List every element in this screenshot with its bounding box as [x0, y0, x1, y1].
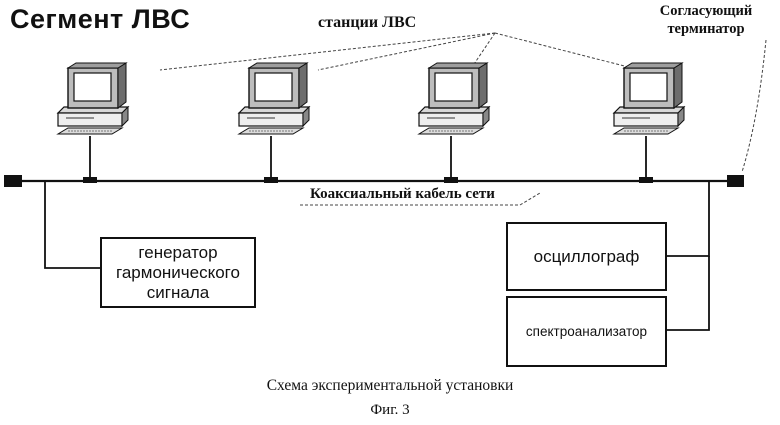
- computer-station-icon: [612, 62, 686, 183]
- stations-label: станции ЛВС: [318, 14, 417, 31]
- analyzer-connection-line: [667, 256, 710, 331]
- diagram-title: Сегмент ЛВС: [10, 4, 191, 34]
- figure-caption: Схема экспериментальной установки: [266, 377, 514, 394]
- terminator-right-icon: [727, 175, 744, 187]
- spectrum-analyzer-box: спектроанализатор: [506, 296, 667, 367]
- terminator-label-line2: терминатор: [667, 21, 745, 37]
- stations-leader-lines: [159, 32, 641, 71]
- generator-label-line3: сигнала: [146, 282, 210, 302]
- figure-number: Фиг. 3: [370, 402, 410, 418]
- t-connector-icon: [83, 177, 97, 183]
- generator-label-line2: гармонического: [116, 262, 240, 282]
- instrument-connection-line: [667, 181, 710, 257]
- generator-connection-line: [44, 181, 100, 269]
- cable-label-underline: [300, 192, 541, 206]
- spectrum-analyzer-label: спектроанализатор: [525, 324, 648, 339]
- computer-station-icon: [417, 62, 491, 183]
- computer-station-icon: [56, 62, 130, 183]
- computer-station-icon: [237, 62, 311, 183]
- terminator-leader-line: [741, 39, 767, 173]
- generator-box: генератор гармонического сигнала: [100, 237, 256, 308]
- t-connector-icon: [264, 177, 278, 183]
- oscilloscope-label: осциллограф: [533, 246, 640, 266]
- generator-label-line1: генератор: [138, 242, 218, 262]
- cable-label: Коаксиальный кабель сети: [310, 186, 495, 202]
- terminator-label: Согласующий терминатор: [636, 2, 776, 38]
- t-connector-icon: [444, 177, 458, 183]
- terminator-left-icon: [4, 175, 22, 187]
- terminator-label-line1: Согласующий: [659, 3, 753, 19]
- oscilloscope-box: осциллограф: [506, 222, 667, 291]
- t-connector-icon: [639, 177, 653, 183]
